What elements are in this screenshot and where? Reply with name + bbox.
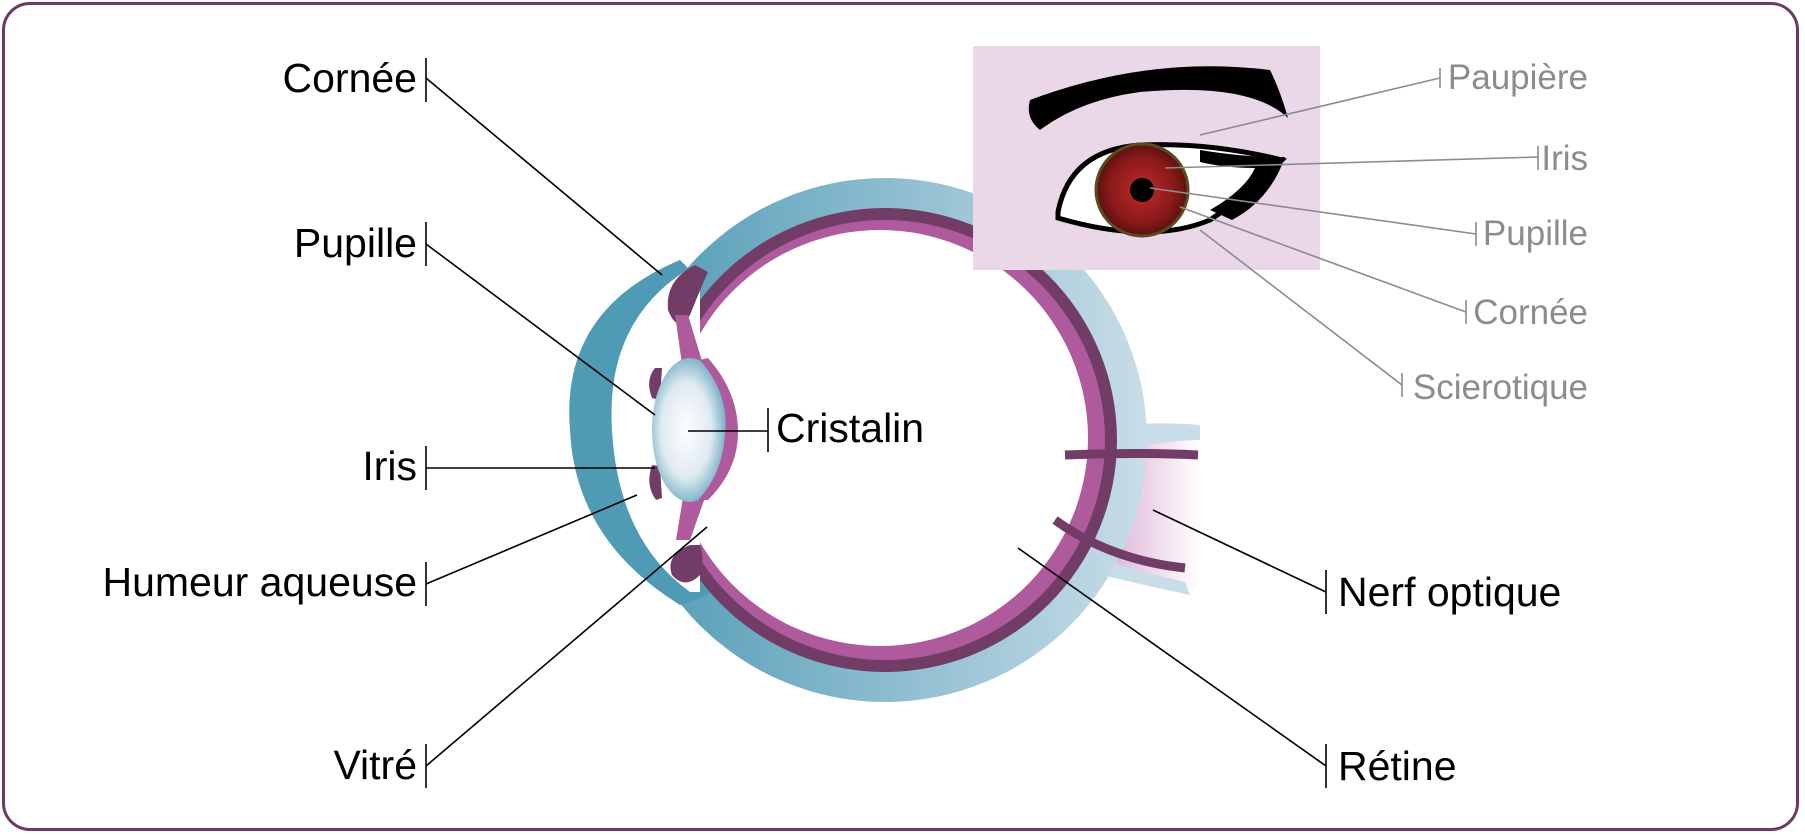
main-callouts (425, 58, 1327, 788)
crystalline-lens (652, 358, 728, 502)
external-eye-inset (973, 46, 1320, 270)
optic-nerve-top-line (1064, 449, 1199, 460)
inset-pupil (1130, 178, 1154, 202)
label-retine: Rétine (1338, 743, 1457, 789)
label-nerf-optique: Nerf optique (1338, 569, 1562, 615)
label-pupille: Pupille (293, 220, 417, 266)
lens-capsule (698, 358, 738, 500)
eyeball-cross-section (569, 178, 1200, 702)
vitreous-body (672, 230, 1088, 646)
ciliary-body-bottom (670, 545, 703, 583)
optic-disc-gap (1030, 447, 1067, 529)
inset-callouts (1149, 68, 1539, 397)
optic-nerve-bottom-line (1052, 516, 1186, 573)
iris-bottom (649, 465, 662, 500)
eyebrow (1028, 66, 1288, 130)
label-vitre: Vitré (333, 742, 417, 788)
ciliary-body-top (667, 265, 708, 324)
label-humeur-aqueuse: Humeur aqueuse (102, 559, 417, 605)
label-cornee: Cornée (282, 55, 417, 101)
eyeliner-wing (1200, 150, 1285, 220)
inset-label-cornee: Cornée (1473, 293, 1588, 332)
inset-label-iris: Iris (1541, 139, 1588, 178)
inset-label-paupiere: Paupière (1447, 58, 1588, 97)
label-cristalin: Cristalin (776, 405, 925, 451)
inset-label-pupille: Pupille (1482, 214, 1588, 253)
inset-label-sclerotique: Scierotique (1412, 368, 1588, 407)
label-iris: Iris (362, 443, 417, 489)
cornea-bulge (569, 260, 720, 605)
